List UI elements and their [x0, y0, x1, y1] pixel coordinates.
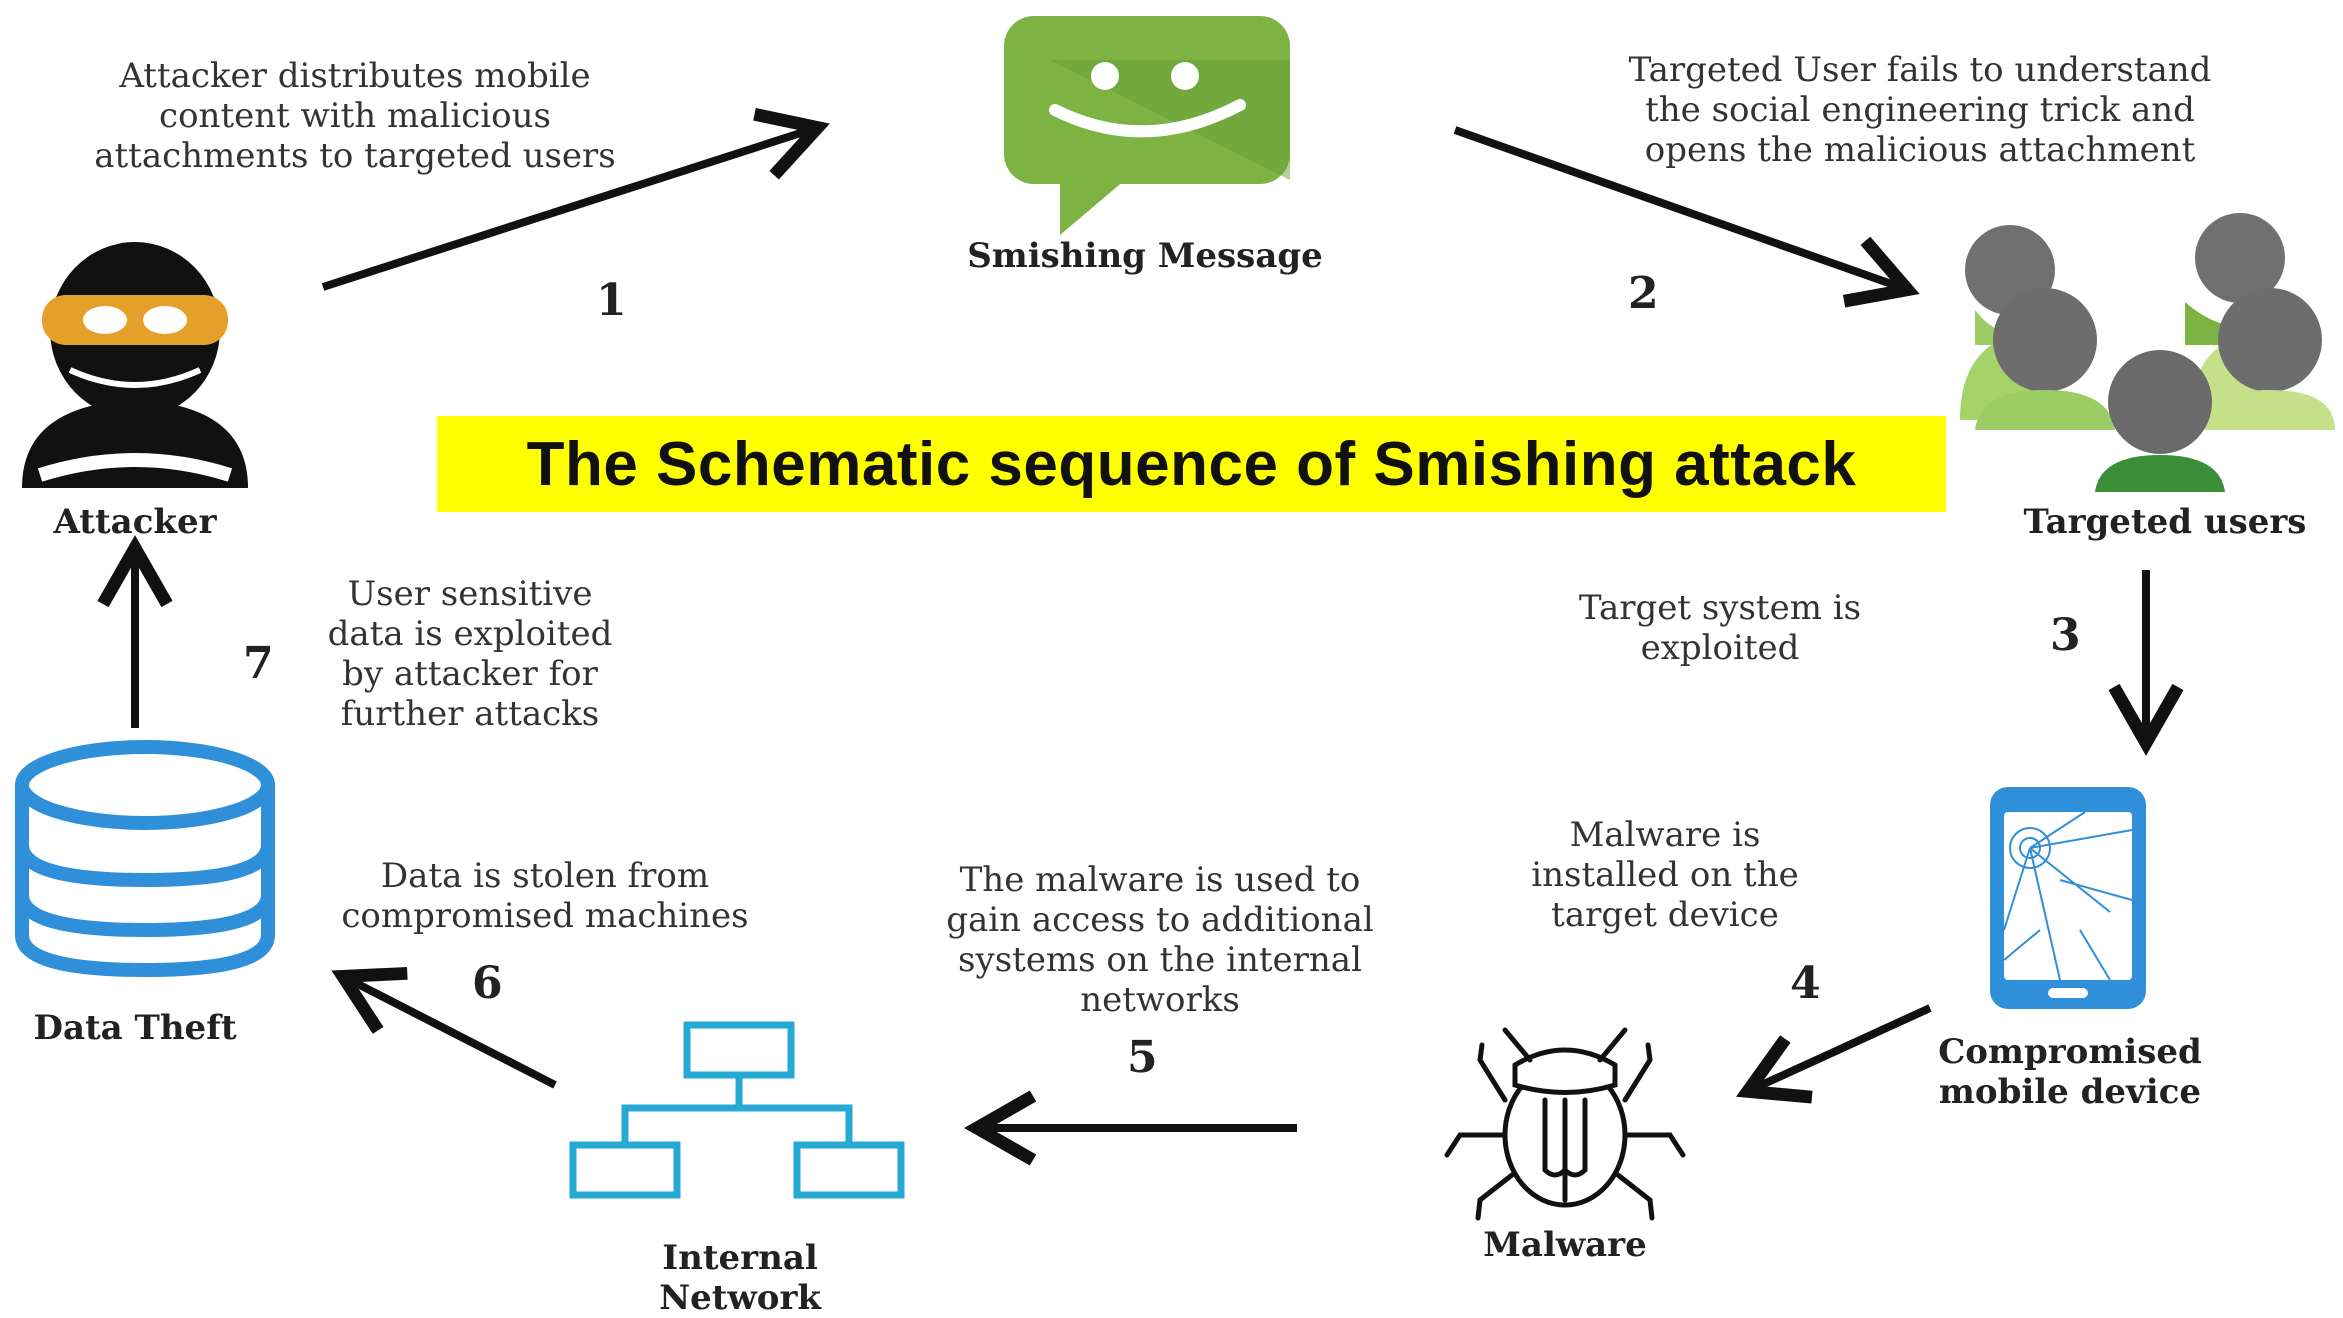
step-5-number: 5 — [1127, 1032, 1158, 1083]
title-banner: The Schematic sequence of Smishing attac… — [437, 416, 1946, 512]
step-5-text: The malware is used to gain access to ad… — [946, 860, 1374, 1020]
internal-network-label: Internal Network — [659, 1238, 821, 1318]
step-7-text: User sensitive data is exploited by atta… — [327, 574, 613, 734]
step-7-number: 7 — [243, 638, 274, 689]
malware-label: Malware — [1483, 1225, 1647, 1265]
step-4-number: 4 — [1790, 958, 1821, 1009]
arrow-6 — [331, 967, 557, 1089]
step-2-text: Targeted User fails to understand the so… — [1628, 50, 2212, 170]
step-1-number: 1 — [596, 275, 627, 326]
targeted-users-label: Targeted users — [2023, 502, 2307, 542]
compromised-device-label: Compromised mobile device — [1938, 1032, 2202, 1112]
step-6-text: Data is stolen from compromised machines — [341, 856, 749, 936]
attacker-label: Attacker — [53, 502, 217, 542]
step-6-number: 6 — [472, 958, 503, 1009]
data-theft-label: Data Theft — [33, 1008, 237, 1048]
step-3-text: Target system is exploited — [1578, 588, 1862, 668]
step-4-text: Malware is installed on the target devic… — [1531, 815, 1799, 935]
step-3-number: 3 — [2050, 610, 2081, 661]
diagram-title: The Schematic sequence of Smishing attac… — [526, 429, 1857, 499]
step-1-text: Attacker distributes mobile content with… — [94, 56, 616, 176]
arrow-4 — [1735, 1004, 1932, 1104]
step-2-number: 2 — [1628, 268, 1659, 319]
arrow-1 — [321, 108, 830, 291]
smishing-message-label: Smishing Message — [967, 236, 1323, 276]
arrow-2 — [1453, 126, 1920, 308]
